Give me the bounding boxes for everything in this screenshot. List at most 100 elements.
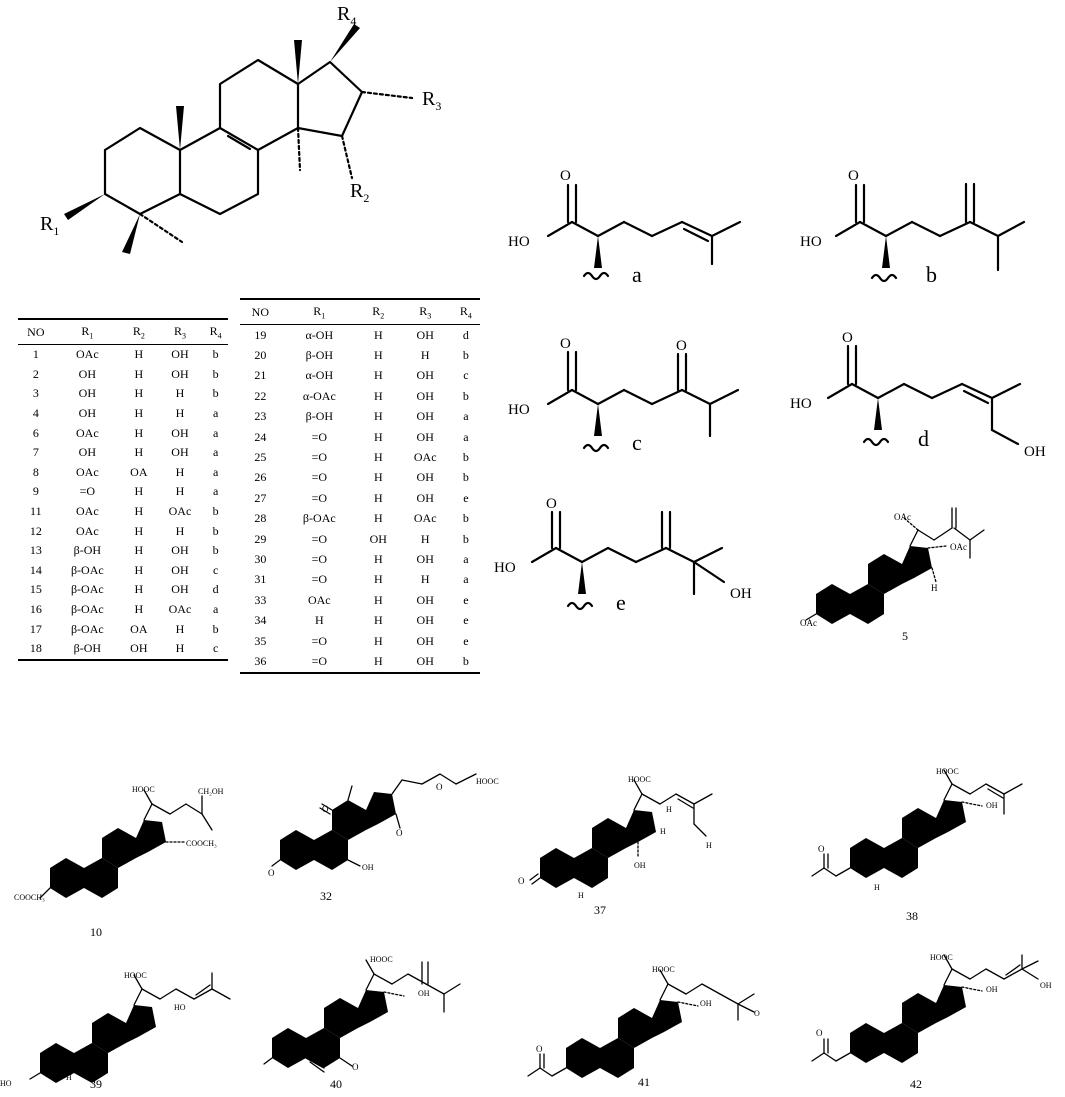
table-cell: =O (311, 531, 328, 546)
table-cell: H (134, 425, 144, 440)
table-cell: H (373, 388, 383, 403)
svg-text:O: O (754, 1009, 760, 1018)
svg-text:O: O (436, 782, 443, 792)
table-cell: H (134, 562, 144, 577)
table-cell: H (175, 484, 185, 499)
svg-text:OH: OH (986, 801, 998, 810)
table-cell: OAc (413, 511, 437, 526)
table-cell: OH (171, 366, 189, 381)
table-cell: 35 (254, 633, 267, 648)
r4-label: R4 (337, 3, 356, 28)
table-cell: OH (416, 633, 434, 648)
table-cell: H (420, 531, 430, 546)
table-cell: α-OH (305, 368, 334, 383)
col-r3: R3 (398, 299, 452, 325)
compound-42 (811, 954, 1039, 1077)
table-cell: α-OAc (302, 388, 336, 403)
table-cell: OH (171, 562, 189, 577)
compound-10 (39, 789, 213, 912)
table-cell: 34 (254, 613, 267, 628)
svg-text:COOCH₃: COOCH₃ (14, 893, 45, 902)
table-cell: H (134, 543, 144, 558)
table-cell: 17 (29, 621, 42, 636)
table-cell: a (463, 551, 469, 566)
table-cell: 3 (32, 386, 39, 401)
table-cell: e (463, 613, 469, 628)
table-cell: b (212, 366, 219, 381)
table-cell: H (134, 602, 144, 617)
table-cell: OAc (76, 464, 99, 479)
table-cell: H (373, 572, 383, 587)
table-cell: H (314, 613, 324, 628)
table-cell: 23 (254, 409, 267, 424)
table-cell: a (463, 429, 469, 444)
table-cell: H (175, 523, 185, 538)
table-cell: OH (416, 490, 434, 505)
table-cell: OH (369, 531, 387, 546)
table-cell: OH (171, 582, 189, 597)
table-cell: H (373, 450, 383, 465)
svg-text:OH: OH (700, 999, 712, 1008)
svg-text:COOCH₃: COOCH₃ (186, 839, 217, 848)
table-cell: OH (171, 347, 189, 362)
svg-text:CH₂OH: CH₂OH (198, 787, 224, 796)
table-cell: 15 (29, 582, 42, 597)
table-cell: b (212, 523, 219, 538)
svg-text:HOOC: HOOC (476, 777, 499, 786)
table-cell: 11 (30, 504, 42, 519)
table-cell: H (175, 406, 185, 421)
compound-41-number: 41 (638, 1075, 650, 1089)
table-cell: 12 (29, 523, 42, 538)
table-cell: 19 (254, 327, 267, 342)
table-cell: b (212, 543, 219, 558)
table-cell: c (212, 641, 219, 656)
svg-text:OAc: OAc (800, 618, 817, 628)
table-cell: b (462, 511, 469, 526)
table-cell: H (373, 470, 383, 485)
table-cell: 7 (32, 445, 39, 460)
r2-label: R2 (350, 180, 369, 205)
table-cell: d (212, 582, 219, 597)
table-cell: β-OAc (70, 621, 104, 636)
table-cell: e (463, 490, 469, 505)
col-r4: R4 (451, 299, 480, 325)
svg-text:H: H (931, 583, 938, 593)
table-cell: H (373, 429, 383, 444)
table-cell: OAc (76, 347, 99, 362)
table-cell: 27 (254, 490, 267, 505)
table-cell: OH (78, 366, 96, 381)
table-cell: c (463, 368, 469, 383)
svg-text:HOOC: HOOC (124, 971, 147, 980)
table-cell: 33 (254, 592, 267, 607)
compound-37 (529, 779, 713, 902)
table-cell: H (373, 409, 383, 424)
svg-text:H: H (578, 891, 584, 900)
table-cell: =O (311, 551, 328, 566)
table-cell: H (373, 490, 383, 505)
table-cell: 36 (254, 653, 267, 668)
table-cell: OAc (76, 425, 99, 440)
compound-40 (263, 959, 461, 1082)
compound-38-number: 38 (906, 909, 918, 923)
svg-text:HO: HO (508, 234, 530, 250)
r3-label: R3 (422, 88, 441, 113)
svg-text:OH: OH (730, 586, 752, 602)
table-cell: 18 (29, 641, 42, 656)
table-cell: a (463, 409, 469, 424)
svg-text:OH: OH (634, 861, 646, 870)
table-cell: OAc (413, 450, 437, 465)
table-cell: b (212, 347, 219, 362)
table-cell: 26 (254, 470, 267, 485)
